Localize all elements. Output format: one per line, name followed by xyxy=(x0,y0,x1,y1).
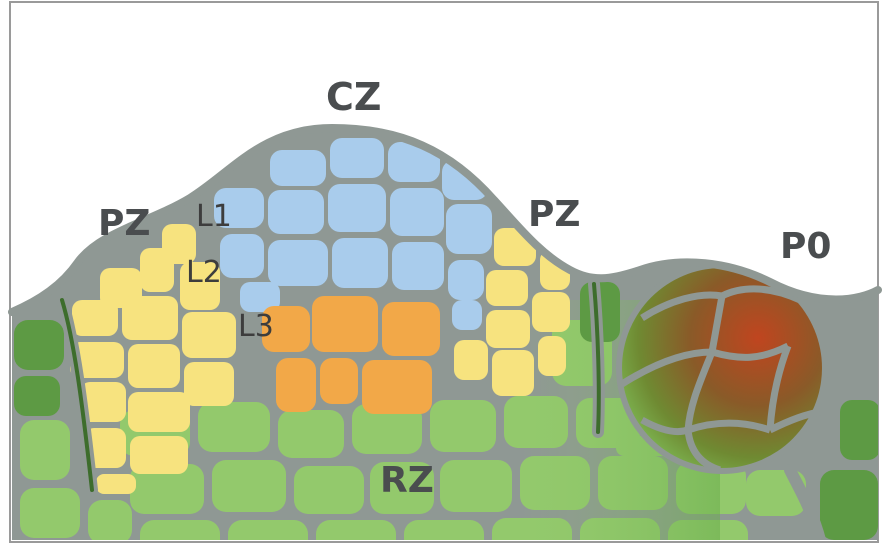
label-cz: CZ xyxy=(326,75,381,119)
label-pz-right: PZ xyxy=(528,194,581,235)
label-pz-left: PZ xyxy=(98,203,151,244)
label-l1: L1 xyxy=(196,199,232,234)
label-l3: L3 xyxy=(238,309,274,344)
label-p0: P0 xyxy=(780,226,831,267)
label-rz: RZ xyxy=(380,460,434,501)
label-l2: L2 xyxy=(186,255,222,290)
